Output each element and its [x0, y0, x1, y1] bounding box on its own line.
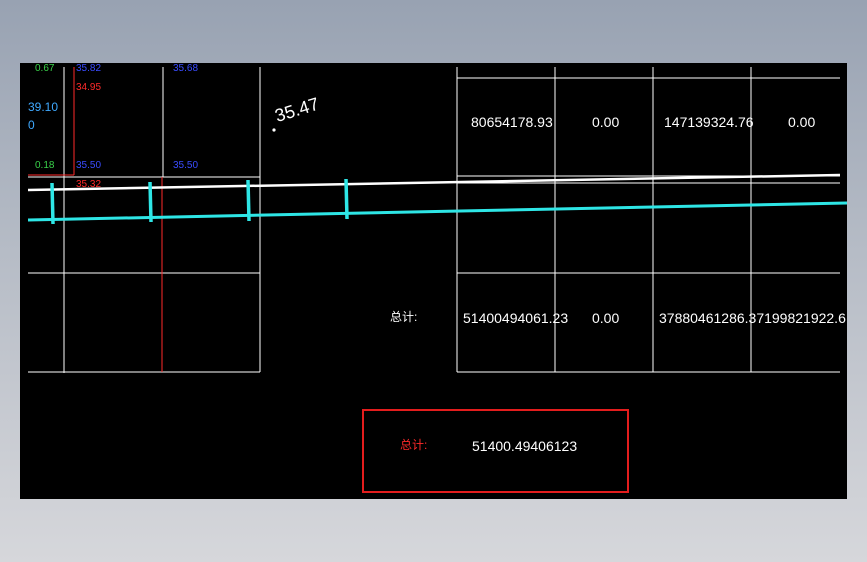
summary-value: 51400.49406123 [472, 438, 578, 454]
station-tick [50, 182, 55, 225]
elevation-point [272, 128, 276, 132]
left-value-mid-1: 0.18 [35, 160, 55, 171]
cyan-label-1: 39.10 [28, 100, 59, 114]
design-profile-line [27, 201, 847, 222]
station-tick [344, 178, 349, 220]
left-value-top-3: 35.68 [173, 63, 199, 74]
table-cell: 0.00 [592, 310, 620, 326]
summary-box: 总计: 51400.49406123 [362, 409, 629, 493]
red-elevation-label-2: 35.32 [76, 179, 102, 190]
left-value-top-1: 0.67 [35, 63, 55, 74]
left-value-top-2: 35.82 [76, 63, 102, 74]
table-cell: 0.00 [788, 114, 816, 130]
red-elevation-label-1: 34.95 [76, 82, 102, 93]
station-tick [148, 181, 153, 223]
table-cell: 147139324.76 [664, 114, 754, 130]
table-cell: 37880461286.37199821922.6 [659, 310, 846, 326]
station-tick [246, 179, 251, 222]
summary-label: 总计: [400, 438, 428, 452]
left-value-mid-3: 35.50 [173, 160, 199, 171]
table-cell: 80654178.93 [471, 114, 553, 130]
drawing-lines [27, 67, 847, 373]
left-value-mid-2: 35.50 [76, 160, 102, 171]
table-cell: 51400494061.23 [463, 310, 569, 326]
table-cell: 0.00 [592, 114, 620, 130]
total-label: 总计: [390, 310, 418, 324]
ground-profile-line [27, 173, 841, 192]
cyan-label-2: 0 [28, 118, 35, 132]
cad-drawing-canvas[interactable]: 0.67 35.82 35.68 34.95 39.10 0 0.18 35.5… [20, 63, 847, 499]
